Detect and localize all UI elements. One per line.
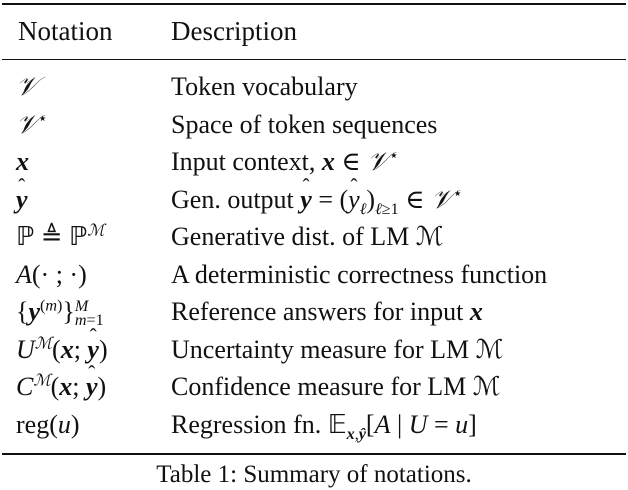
description-cell: Space of token sequences — [171, 109, 438, 139]
notation-cell: reg(u) — [16, 409, 80, 439]
description-cell: Generative dist. of LM ℳ — [171, 222, 444, 251]
table-row: ℙ ≜ ℙℳ Generative dist. of LM ℳ — [0, 218, 628, 256]
table-row: y Gen. output y = (yℓ)ℓ≥1 ∈ 𝒱⋆ — [0, 168, 628, 219]
notation-cell: y — [16, 168, 28, 218]
table-row: 𝒱 Token vocabulary — [0, 68, 628, 106]
notation-cell: Cℳ(x; y) — [16, 355, 106, 405]
notation-cell: Uℳ(x; y) — [16, 318, 108, 368]
description-cell: Token vocabulary — [171, 72, 358, 101]
table-row: reg(u) Regression fn. 𝔼x,ŷ[A | U = u] — [0, 406, 628, 444]
table-caption: Table 1: Summary of notations. — [156, 461, 472, 488]
notation-math: 𝒱 — [16, 72, 38, 102]
description-cell: Reference answers for input x — [171, 297, 483, 326]
description-cell: A deterministic correctness function — [171, 259, 548, 289]
description-cell: Confidence measure for LM ℳ — [171, 372, 501, 401]
table-row: Cℳ(x; y) Confidence measure for LM ℳ — [0, 355, 628, 406]
description-cell: Gen. output y = (yℓ)ℓ≥1 ∈ 𝒱⋆ — [171, 168, 463, 219]
table-bottom-rule — [2, 453, 626, 455]
header-notation: Notation — [18, 16, 113, 46]
description-cell: Regression fn. 𝔼x,ŷ[A | U = u] — [171, 409, 477, 443]
table-header-rule — [2, 59, 626, 61]
notation-cell: ℙ ≜ ℙℳ — [16, 220, 105, 252]
table-row: 𝒱⋆ Space of token sequences — [0, 106, 628, 144]
table-row: x Input context, x ∈ 𝒱⋆ — [0, 143, 628, 181]
table-row: A(· ; ·) A deterministic correctness fun… — [0, 256, 628, 294]
description-cell: Uncertainty measure for LM ℳ — [171, 334, 504, 364]
header-description: Description — [171, 16, 297, 46]
table-top-rule — [2, 3, 626, 5]
notation-cell: 𝒱⋆ — [16, 109, 48, 140]
description-cell: Input context, x ∈ 𝒱⋆ — [171, 147, 399, 177]
notation-cell: A(· ; ·) — [16, 259, 87, 289]
table-row: Uℳ(x; y) Uncertainty measure for LM ℳ — [0, 318, 628, 369]
notation-cell: 𝒱 — [16, 68, 38, 106]
